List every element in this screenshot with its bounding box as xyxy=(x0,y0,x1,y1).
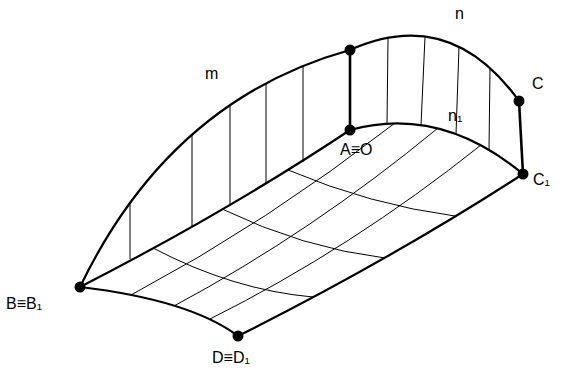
point-label: C₁ xyxy=(533,172,550,188)
point-label: n xyxy=(455,6,464,22)
point-label: C xyxy=(532,76,544,92)
point-label: n₁ xyxy=(448,108,462,124)
vertex-points xyxy=(75,45,529,342)
point-label: D≡D₁ xyxy=(212,350,250,366)
surface-edges xyxy=(80,36,523,336)
point-label: B≡B₁ xyxy=(6,296,42,312)
point-label: m xyxy=(205,66,218,82)
point-label: A≡O xyxy=(340,142,372,158)
grid-lines xyxy=(130,37,490,319)
